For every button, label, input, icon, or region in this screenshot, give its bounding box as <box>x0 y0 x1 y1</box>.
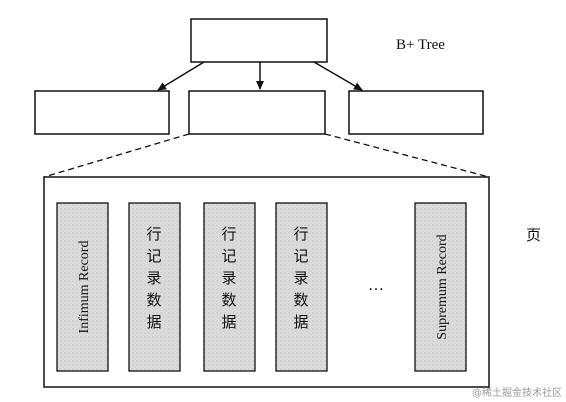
arrow-to-left-leaf <box>157 61 205 91</box>
leaf-node-middle <box>188 90 326 135</box>
row-record-2-char-1: 行 <box>221 225 236 243</box>
infimum-record <box>56 202 109 372</box>
row-record-1 <box>128 202 181 372</box>
row-record-2-char-4: 数 <box>221 291 236 309</box>
row-record-2-char-2: 记 <box>221 247 236 265</box>
root-node <box>190 18 328 63</box>
supremum-record <box>414 202 467 372</box>
row-record-3-char-2: 记 <box>293 247 308 265</box>
row-record-1-char-4: 数 <box>146 291 161 309</box>
leaf-node-right <box>348 90 484 135</box>
expansion-line-right <box>324 133 490 178</box>
page-label: 页 <box>526 226 541 244</box>
tree-label: B+ Tree <box>396 37 445 53</box>
infimum-record-label: Infimum Record <box>77 241 92 334</box>
row-record-2-char-3: 录 <box>221 269 236 287</box>
row-record-1-char-3: 录 <box>146 269 161 287</box>
supremum-record-label: Supremum Record <box>435 234 450 339</box>
row-record-1-char-1: 行 <box>146 225 161 243</box>
row-record-3-char-5: 据 <box>293 313 308 331</box>
expansion-line-left <box>43 133 190 178</box>
row-record-2-char-5: 据 <box>221 313 236 331</box>
records-ellipsis: … <box>368 277 384 294</box>
row-record-1-char-2: 记 <box>146 247 161 265</box>
row-record-1-char-5: 据 <box>146 313 161 331</box>
leaf-node-left <box>34 90 170 135</box>
row-record-3-char-3: 录 <box>293 269 308 287</box>
row-record-3-char-4: 数 <box>293 291 308 309</box>
watermark: @稀土掘金技术社区 <box>472 386 562 399</box>
arrow-to-right-leaf <box>313 61 363 91</box>
row-record-3 <box>275 202 328 372</box>
row-record-2 <box>203 202 256 372</box>
row-record-3-char-1: 行 <box>293 225 308 243</box>
